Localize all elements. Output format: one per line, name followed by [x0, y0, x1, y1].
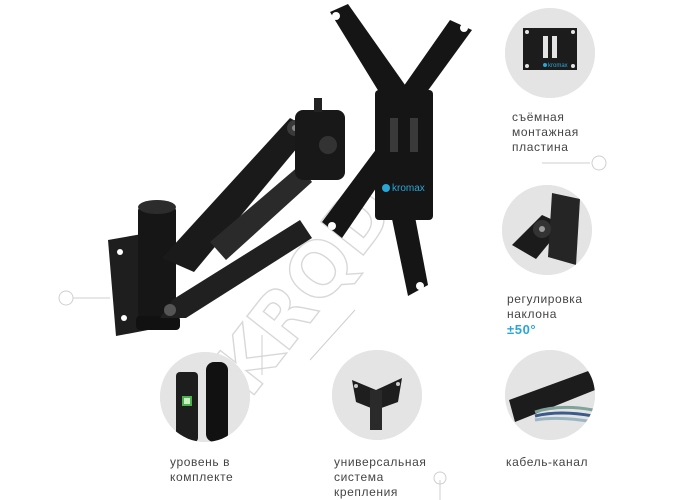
caption-line: монтажная: [512, 125, 579, 139]
feature-caption-universal: универсальная система крепления: [334, 455, 426, 500]
brand-logo: kromax: [382, 183, 425, 194]
caption-line: наклона: [507, 307, 557, 321]
feature-caption-cable: кабель-канал: [506, 455, 588, 470]
caption-line: пластина: [512, 140, 569, 154]
universal-bracket-icon: [332, 350, 422, 440]
caption-line: система: [334, 470, 384, 484]
plate-logo-text: kromax: [548, 63, 568, 69]
brand-logo-text: kromax: [392, 183, 425, 194]
feature-thumb-level: [160, 352, 250, 442]
feature-thumb-cable: [505, 350, 595, 440]
tv-wall-mount-image: kromax: [108, 4, 472, 336]
feature-caption-tilt: регулировка наклона ±50°: [507, 292, 583, 337]
mount-post: [136, 200, 180, 330]
vesa-plate-icon: kromax: [505, 8, 595, 98]
caption-line: комплекте: [170, 470, 234, 484]
feature-caption-plate: съёмная монтажная пластина: [512, 110, 579, 155]
bubble-level-icon: [160, 352, 250, 442]
caption-line: крепления: [334, 485, 398, 499]
caption-line: кабель-канал: [506, 455, 589, 469]
caption-line: уровень в: [170, 455, 231, 469]
tilt-joint: [295, 98, 345, 180]
caption-line: регулировка: [507, 292, 583, 306]
feature-thumb-universal: [332, 350, 422, 440]
caption-line: универсальная: [334, 455, 427, 469]
feature-thumb-plate: kromax: [505, 8, 595, 98]
tilt-angle: ±50°: [507, 322, 537, 337]
feature-thumb-tilt: [502, 185, 592, 275]
cable-channel-icon: [505, 350, 595, 440]
feature-caption-level: уровень в комплекте: [170, 455, 233, 485]
caption-line: съёмная: [512, 110, 565, 124]
lower-arm: [160, 220, 312, 318]
tilt-joint-icon: [502, 185, 592, 275]
